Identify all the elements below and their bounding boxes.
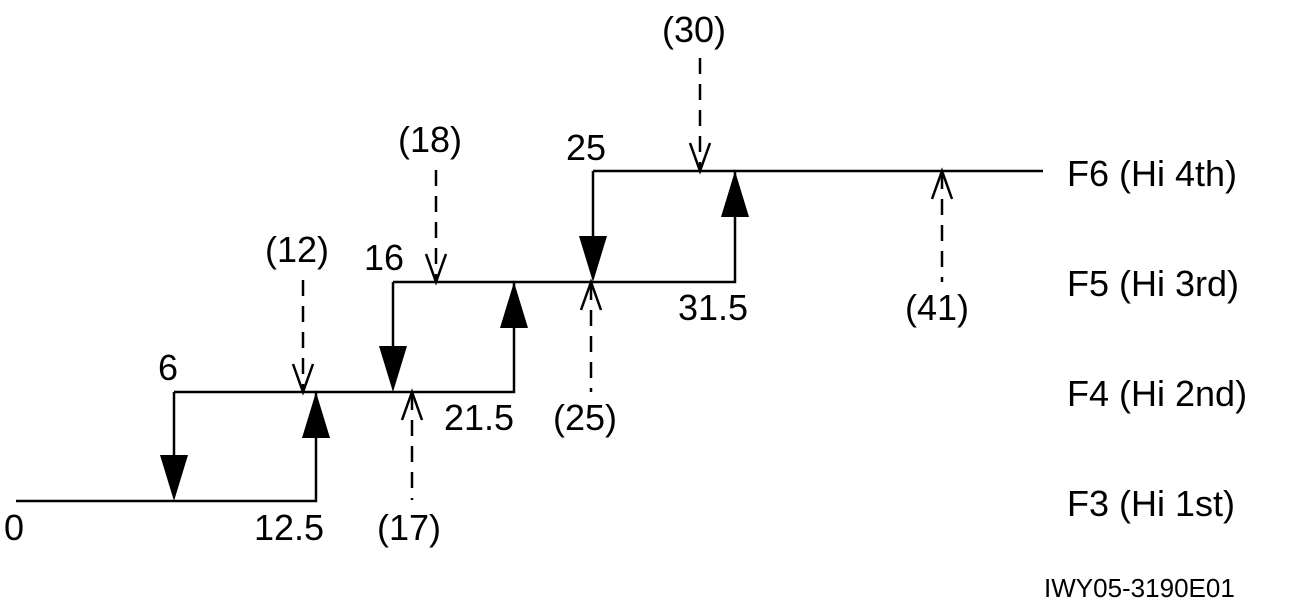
dashed-arrowhead-up-41: [930, 167, 954, 200]
gear-label-f4: F4 (Hi 2nd): [1067, 373, 1247, 414]
value-downshift-f4: 6: [158, 347, 178, 388]
bracket-value-down-f4: (12): [265, 229, 329, 270]
downshift-arrowhead-f4-f3: [160, 455, 188, 501]
upshift-arrowhead-f5-f6: [721, 171, 749, 217]
dashed-arrowhead-down-12: [291, 363, 315, 396]
bracket-value-down-f5: (18): [398, 119, 462, 160]
downshift-arrowhead-f5-f4: [379, 346, 407, 392]
value-upshift-f4: 12.5: [254, 507, 324, 548]
dashed-arrowhead-up-17: [400, 388, 424, 421]
dashed-arrowhead-down-18: [424, 253, 448, 286]
downshift-arrowhead-f6-f5: [579, 236, 607, 282]
figure-code: IWY05-3190E01: [1044, 573, 1235, 603]
upshift-arrowhead-f4-f5: [500, 282, 528, 328]
gear-label-f6: F6 (Hi 4th): [1067, 153, 1237, 194]
value-upshift-f5: 21.5: [444, 397, 514, 438]
gear-label-f5: F5 (Hi 3rd): [1067, 263, 1239, 304]
bracket-value-up-f6: (41): [905, 287, 969, 328]
bracket-value-up-f5: (25): [553, 397, 617, 438]
gear-label-f3: F3 (Hi 1st): [1067, 483, 1235, 524]
bracket-value-up-f4: (17): [377, 507, 441, 548]
value-upshift-f6: 31.5: [678, 287, 748, 328]
bracket-value-down-f6: (30): [662, 9, 726, 50]
shift-step-line: [16, 169, 1043, 503]
dashed-arrowhead-up-25: [579, 278, 603, 311]
upshift-arrowhead-f3-f4: [302, 392, 330, 438]
value-downshift-f6: 25: [566, 127, 606, 168]
value-start: 0: [4, 507, 24, 548]
value-downshift-f5: 16: [364, 237, 404, 278]
dashed-arrowhead-down-30: [688, 142, 712, 175]
